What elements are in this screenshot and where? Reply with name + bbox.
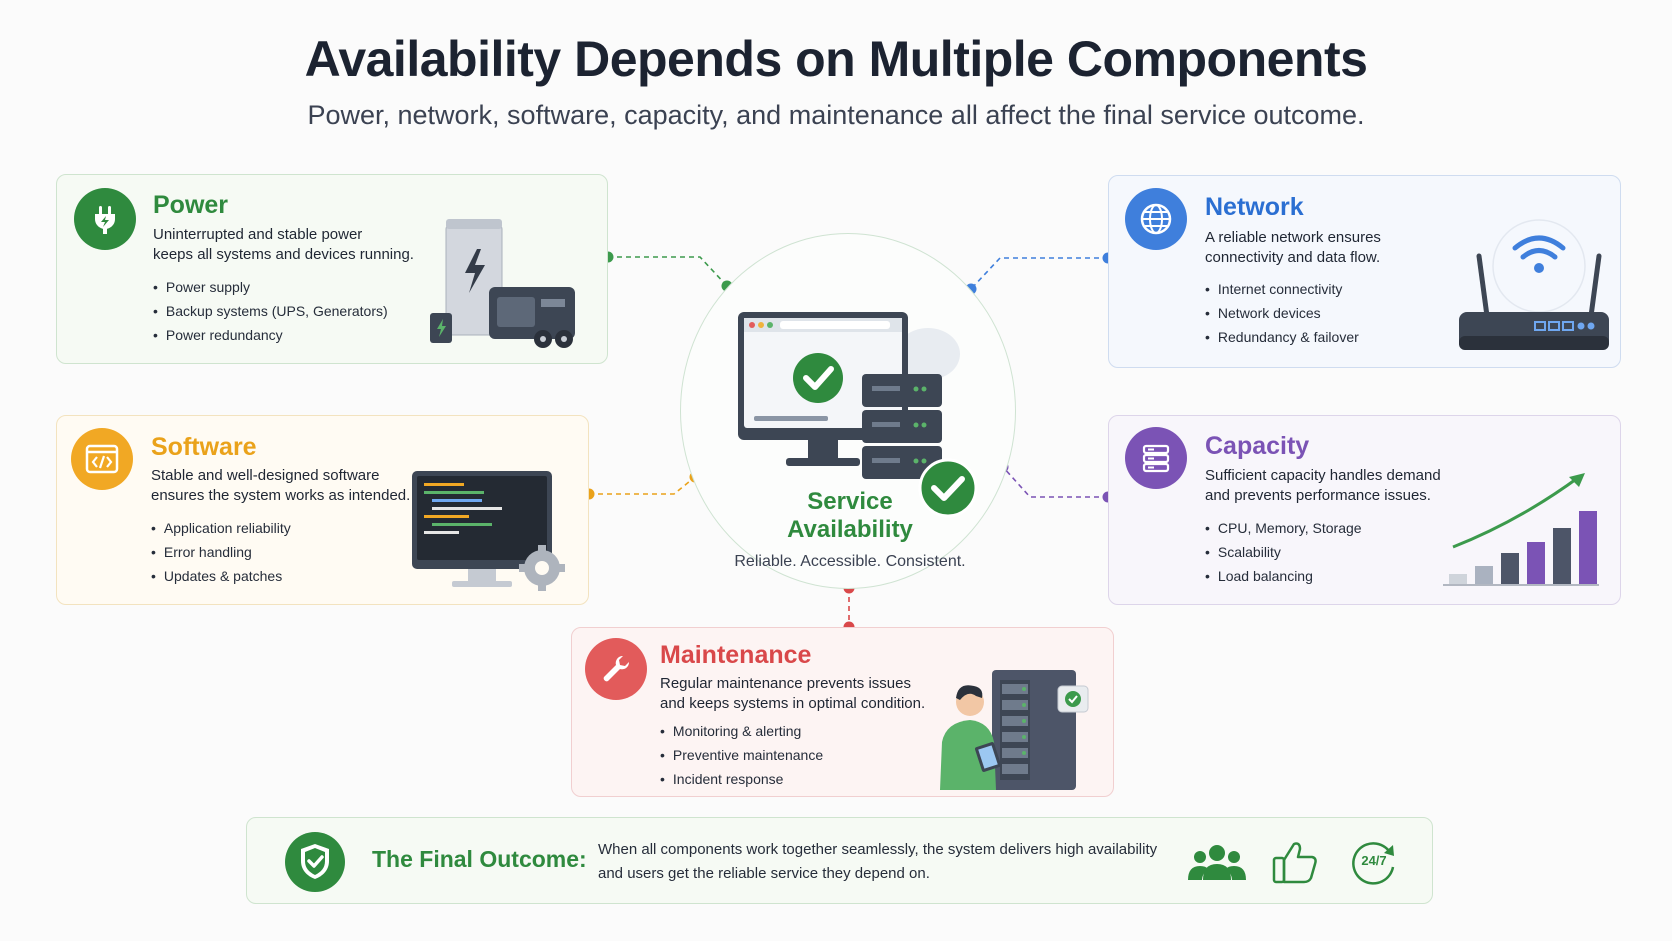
power-card: Power Uninterrupted and stable power kee…	[56, 174, 608, 364]
list-item: Backup systems (UPS, Generators)	[153, 299, 388, 323]
thumbs-up-icon	[1272, 842, 1317, 884]
users-icon	[1188, 845, 1246, 880]
maintenance-description-line2: and keeps systems in optimal condition.	[660, 695, 926, 712]
network-description-line2: connectivity and data flow.	[1205, 249, 1381, 266]
capacity-card: Capacity Sufficient capacity handles dem…	[1108, 415, 1621, 605]
shield-check-icon	[285, 832, 345, 892]
list-item: Error handling	[151, 540, 291, 564]
software-list: Application reliability Error handling U…	[151, 516, 291, 588]
power-title: Power	[153, 191, 229, 219]
maintenance-description: Regular maintenance prevents issues and …	[660, 674, 925, 714]
code-monitor-illustration	[412, 471, 565, 591]
capacity-title: Capacity	[1205, 432, 1310, 460]
maintenance-title: Maintenance	[660, 641, 812, 669]
capacity-description-line2: and prevents performance issues.	[1205, 487, 1431, 504]
network-card: Network A reliable network ensures conne…	[1108, 175, 1621, 368]
page-title: Availability Depends on Multiple Compone…	[304, 31, 1368, 87]
final-outcome-description: When all components work together seamle…	[598, 838, 1158, 886]
maintenance-list: Monitoring & alerting Preventive mainten…	[660, 719, 823, 791]
capacity-description-line1: Sufficient capacity handles demand	[1205, 467, 1441, 484]
list-item: Scalability	[1205, 540, 1362, 564]
list-item: Application reliability	[151, 516, 291, 540]
power-description: Uninterrupted and stable power keeps all…	[153, 225, 414, 265]
maintenance-description-line1: Regular maintenance prevents issues	[660, 675, 911, 692]
center-title-line1: Service	[807, 488, 893, 515]
list-item: Monitoring & alerting	[660, 719, 823, 743]
code-window-icon	[71, 428, 133, 490]
network-title: Network	[1205, 193, 1304, 221]
plug-icon	[74, 188, 136, 250]
software-description-line2: ensures the system works as intended.	[151, 487, 411, 504]
list-item: CPU, Memory, Storage	[1205, 516, 1362, 540]
badge-24-7: 24/7	[1361, 853, 1387, 868]
globe-icon	[1125, 188, 1187, 250]
list-item: Redundancy & failover	[1205, 325, 1359, 349]
power-list: Power supply Backup systems (UPS, Genera…	[153, 275, 388, 347]
software-description-line1: Stable and well-designed software	[151, 467, 380, 484]
center-title: Service Availability	[700, 488, 1000, 544]
capacity-list: CPU, Memory, Storage Scalability Load ba…	[1205, 516, 1362, 588]
network-list: Internet connectivity Network devices Re…	[1205, 277, 1359, 349]
list-item: Power supply	[153, 275, 388, 299]
list-item: Load balancing	[1205, 564, 1362, 588]
final-outcome-description-line1: When all components work together seamle…	[598, 841, 1158, 858]
center-tagline: Reliable. Accessible. Consistent.	[734, 553, 966, 570]
list-item: Updates & patches	[151, 564, 291, 588]
final-outcome-banner: The Final Outcome: When all components w…	[246, 817, 1433, 904]
list-item: Incident response	[660, 767, 823, 791]
list-item: Power redundancy	[153, 323, 388, 347]
monitor-server-illustration	[738, 312, 978, 518]
software-description: Stable and well-designed software ensure…	[151, 466, 410, 506]
power-equipment-illustration	[430, 219, 575, 348]
clock-24-7-icon: 24/7	[1351, 839, 1397, 885]
software-card: Software Stable and well-designed softwa…	[56, 415, 589, 605]
network-description-line1: A reliable network ensures	[1205, 229, 1381, 246]
wrench-icon	[585, 638, 647, 700]
power-description-line2: keeps all systems and devices running.	[153, 246, 414, 263]
software-title: Software	[151, 433, 257, 461]
power-description-line1: Uninterrupted and stable power	[153, 226, 363, 243]
page-subtitle: Power, network, software, capacity, and …	[307, 100, 1365, 130]
final-outcome-description-line2: and users get the reliable service they …	[598, 865, 930, 882]
list-item: Preventive maintenance	[660, 743, 823, 767]
server-stack-icon	[1125, 427, 1187, 489]
network-description: A reliable network ensures connectivity …	[1205, 228, 1381, 268]
maintenance-card: Maintenance Regular maintenance prevents…	[571, 627, 1114, 797]
final-outcome-title: The Final Outcome:	[372, 846, 587, 872]
capacity-description: Sufficient capacity handles demand and p…	[1205, 466, 1441, 506]
list-item: Internet connectivity	[1205, 277, 1359, 301]
list-item: Network devices	[1205, 301, 1359, 325]
growth-bars-illustration	[1443, 473, 1599, 586]
technician-server-illustration	[940, 670, 1089, 790]
center-title-line2: Availability	[787, 516, 913, 543]
router-illustration	[1459, 219, 1609, 350]
